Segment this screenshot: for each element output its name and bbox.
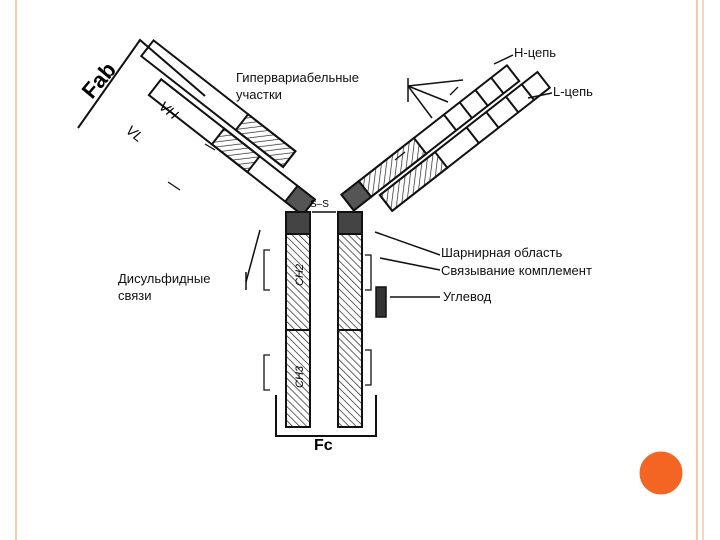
- disulfide-label-line1: Дисульфидные: [118, 271, 211, 286]
- ch3-label: CH3: [294, 365, 306, 388]
- hinge-region-label: Шарнирная область: [441, 245, 563, 260]
- hypervariable-label-line1: Гипервариабельные: [236, 70, 359, 85]
- disulfide-label-line2: связи: [118, 288, 152, 303]
- orange-circle-decoration: [636, 448, 686, 498]
- disulfide-loops: [167, 86, 459, 391]
- ch2-label: CH2: [294, 264, 306, 286]
- hypervariable-label-line2: участки: [236, 87, 282, 102]
- left-cl-domain: [234, 112, 297, 169]
- left-hinge-dark: [283, 184, 317, 217]
- fab-bracket: [77, 38, 206, 129]
- carbohydrate-block: [375, 286, 387, 318]
- cl-label: CL: [196, 201, 217, 221]
- complement-binding-label: Связывание комплемент: [441, 263, 592, 278]
- fc-bracket: [275, 395, 377, 437]
- fc-right-chain: [337, 211, 363, 428]
- vl-label: VL: [123, 122, 146, 145]
- fc-label: Fc: [314, 437, 333, 454]
- left-fab-arm: [139, 38, 317, 217]
- h-chain-label: Н-цепь: [514, 45, 557, 60]
- l-chain-label: L-цепь: [553, 84, 593, 99]
- fab-label: Fab: [77, 57, 121, 103]
- carbohydrate-label: Углевод: [443, 289, 492, 304]
- right-hinge-dark: [340, 179, 373, 212]
- fc-stem: [275, 211, 387, 437]
- fc-left-chain: [285, 211, 311, 428]
- pointer-lines: [245, 54, 553, 298]
- hinge-ss-label: S–S: [310, 199, 329, 210]
- left-ch1-domain: [210, 127, 262, 174]
- right-cl-domain: [378, 150, 449, 213]
- right-fab-arm: [340, 63, 552, 213]
